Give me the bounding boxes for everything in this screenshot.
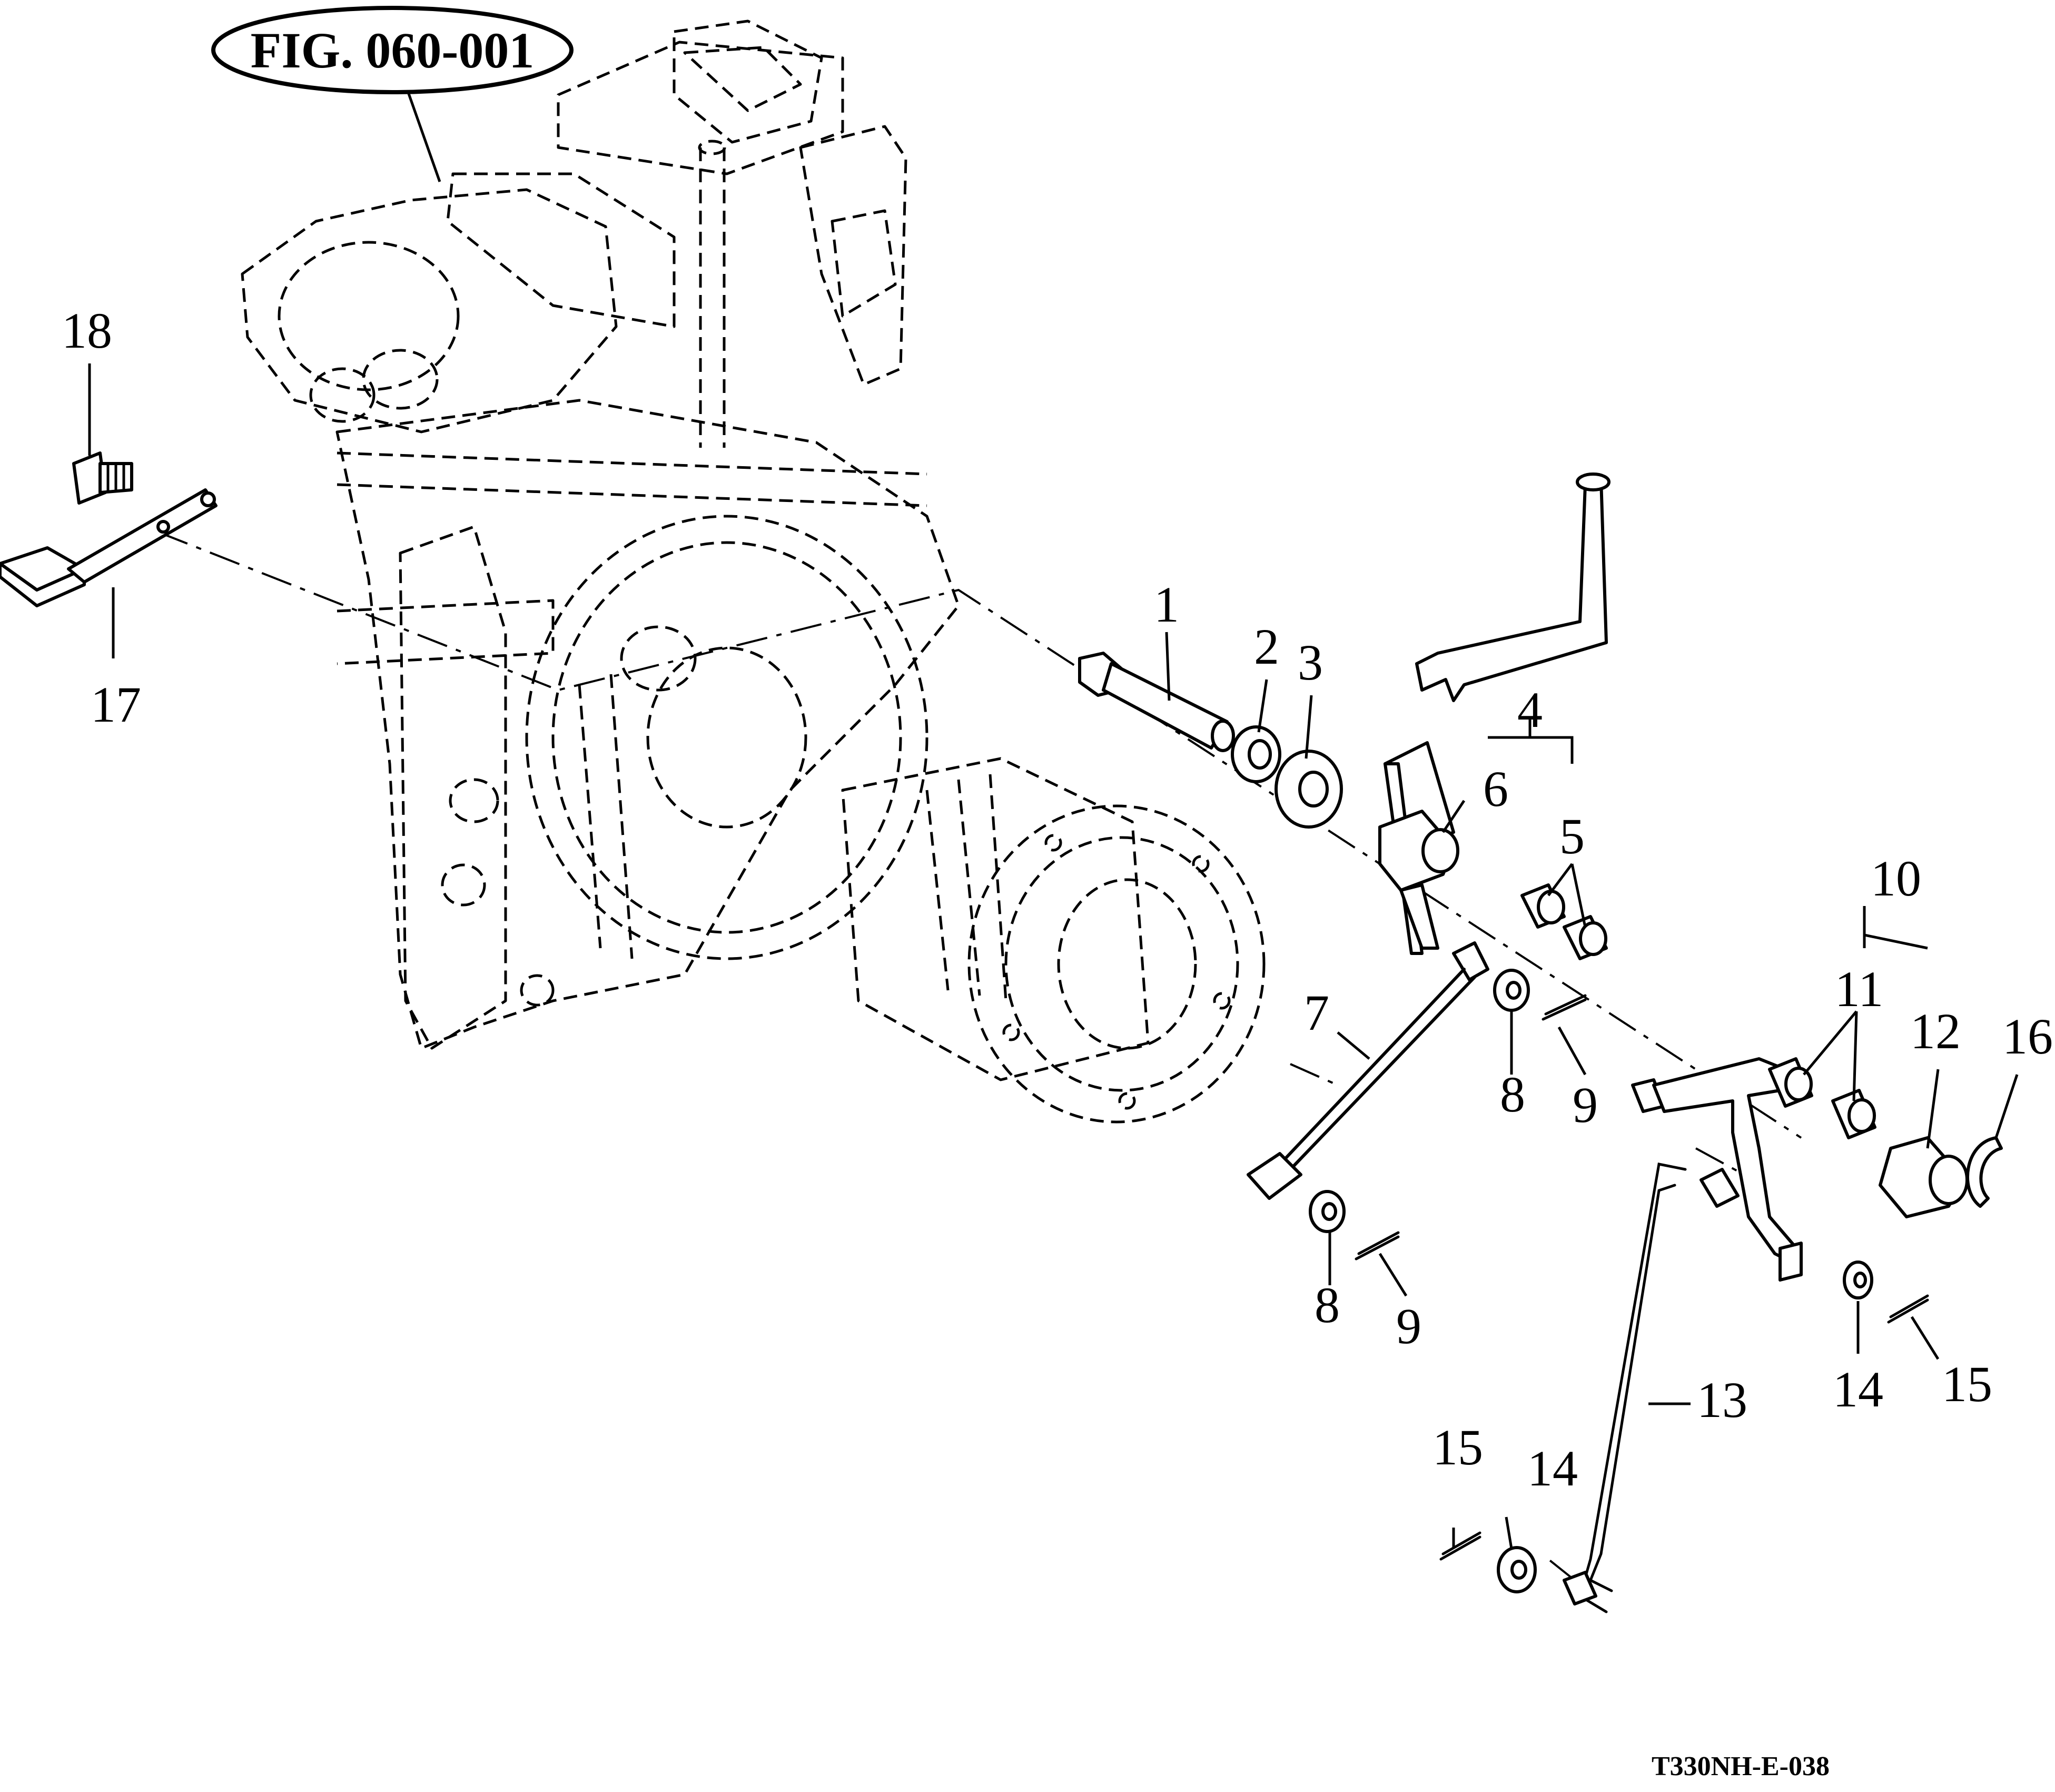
callout-4: 4 — [1517, 682, 1543, 738]
callout-7: 7 — [1304, 984, 1329, 1041]
part-6-lever-arm — [1378, 472, 1611, 955]
callout-12: 12 — [1910, 1003, 1961, 1059]
callout-9-lower: 9 — [1396, 1298, 1421, 1354]
part-11-bushings — [1768, 1057, 1876, 1139]
callout-8-lower: 8 — [1315, 1277, 1340, 1333]
figure-reference-label: FIG. 060-001 — [251, 22, 535, 78]
callout-9-upper: 9 — [1573, 1077, 1598, 1133]
callout-15-lower: 15 — [1432, 1419, 1483, 1475]
assembly-centerlines — [157, 531, 1802, 1581]
part-13-rod — [1563, 1163, 1740, 1613]
callout-15-right: 15 — [1942, 1356, 1992, 1412]
figure-reference: FIG. 060-001 — [211, 6, 574, 182]
callout-6: 6 — [1483, 761, 1508, 817]
callout-14-lower: 14 — [1527, 1440, 1578, 1496]
figure-reference-leader — [407, 92, 441, 182]
part-16-snap-ring — [1966, 1136, 2003, 1208]
callout-18: 18 — [62, 302, 112, 359]
transmission-housing-ghost — [241, 19, 1266, 1124]
callout-13: 13 — [1697, 1372, 1747, 1428]
part-18-bolt — [72, 451, 133, 505]
part-7-link-rod — [1247, 941, 1489, 1200]
callout-17: 17 — [91, 676, 141, 733]
part-8-washer-upper — [1493, 969, 1530, 1012]
callout-8-upper: 8 — [1500, 1066, 1525, 1123]
callout-1: 1 — [1154, 576, 1179, 633]
callout-10: 10 — [1871, 850, 1921, 907]
callout-2: 2 — [1254, 618, 1279, 675]
document-number: T330NH-E-038 — [1652, 1751, 1830, 1781]
part-2-lock-washer — [1231, 725, 1281, 783]
callout-3: 3 — [1298, 634, 1323, 691]
part-8-washer-lower — [1309, 1190, 1346, 1233]
callout-leaders — [88, 363, 2019, 1549]
callout-16: 16 — [2002, 1008, 2053, 1065]
part-5-bushings — [1520, 883, 1608, 960]
callout-11: 11 — [1835, 961, 1883, 1017]
part-14-washer-lower — [1497, 1546, 1537, 1593]
callout-14-right: 14 — [1833, 1361, 1883, 1417]
part-14-washer-right — [1843, 1261, 1873, 1299]
part-9-cotter-pin-lower — [1355, 1231, 1400, 1261]
part-12-lever-shaft — [1631, 1057, 1969, 1282]
part-1-shaft — [1078, 652, 1235, 752]
part-3-flat-washer — [1275, 750, 1343, 829]
part-17-pedal-arm — [0, 488, 218, 607]
part-15-cotter-pin-lower — [1439, 1531, 1481, 1561]
callout-5: 5 — [1559, 808, 1585, 864]
callout-labels: 18 17 1 2 3 4 5 6 7 8 8 9 9 10 11 12 13 … — [62, 302, 2053, 1496]
part-15-cotter-pin-right — [1887, 1294, 1929, 1324]
part-9-cotter-pin-upper — [1542, 994, 1587, 1021]
